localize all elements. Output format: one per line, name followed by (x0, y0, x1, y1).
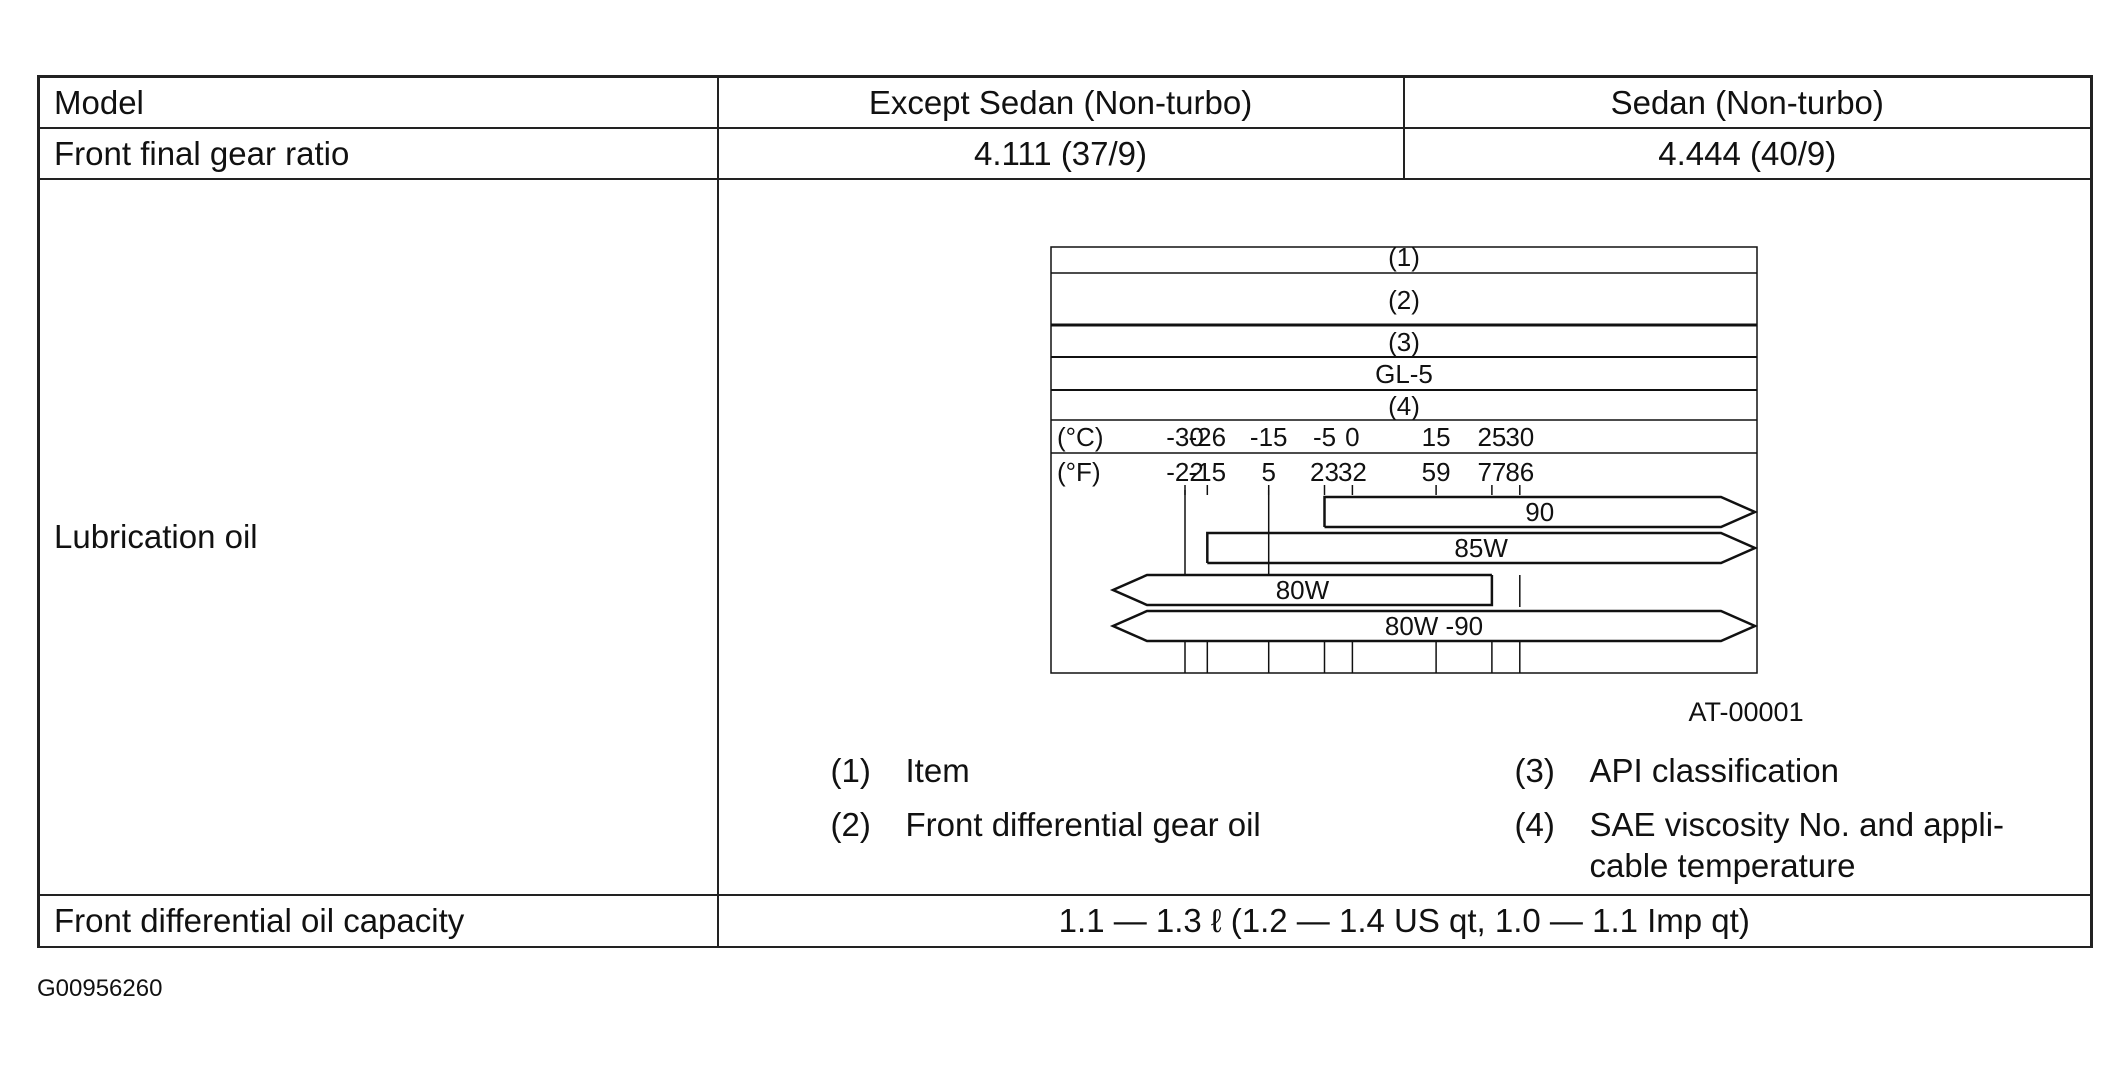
oil-viscosity-diagram: (1) (2) (3) GL-5 (4) (°C) (°F) -30-26 -15… (1049, 245, 1758, 674)
fahrenheit-tick-label: 86 (1505, 457, 1534, 487)
celsius-tick-label: 30 (1505, 422, 1534, 452)
fahrenheit-tick-label: 59 (1421, 457, 1450, 487)
diagram-oil-label: (2) (1388, 285, 1420, 315)
grade-bar (1109, 573, 1493, 607)
diagram-item-label: (1) (1388, 245, 1420, 272)
scale-tick-marks (1183, 485, 1521, 673)
diagram-sae-label: (4) (1388, 391, 1420, 421)
grade-label: 90 (1525, 497, 1554, 527)
model-sedan: Sedan (Non-turbo) (1402, 75, 2093, 129)
row-model: Model Except Sedan (Non-turbo) Sedan (No… (37, 75, 2093, 129)
fahrenheit-tick-label: -22 (1166, 457, 1204, 487)
celsius-tick-label: -26 (1188, 422, 1226, 452)
lubrication-oil-label: Lubrication oil (37, 178, 719, 896)
oil-capacity-value: 1.1 — 1.3 ℓ (1.2 — 1.4 US qt, 1.0 — 1.1 … (716, 894, 2093, 948)
celsius-unit-label: (°C) (1057, 422, 1104, 452)
fahrenheit-tick-label: 32 (1337, 457, 1366, 487)
celsius-tick-label: -15 (1249, 422, 1287, 452)
viscosity-grades: 90 85W 80W 80W -90 (1109, 495, 1758, 643)
document-id: G00956260 (37, 975, 163, 1002)
gear-ratio-label: Front final gear ratio (37, 127, 719, 180)
grade-label: 80W (1275, 575, 1329, 605)
celsius-tick-label: -30 (1166, 422, 1204, 452)
legend-text: Item (905, 752, 970, 789)
gear-ratio-except-sedan: 4.111 (37/9) (716, 127, 1405, 180)
row-oil-capacity: Front differential oil capacity 1.1 — 1.… (37, 894, 2093, 948)
celsius-tick-label: 25 (1477, 422, 1506, 452)
grade-label: 85W (1454, 533, 1508, 563)
legend-number: (2) (830, 806, 871, 843)
legend-text: SAE viscosity No. and appli-cable temper… (1589, 806, 2005, 884)
fahrenheit-unit-label: (°F) (1057, 457, 1101, 487)
model-label: Model (37, 75, 719, 129)
legend-text: Front differential gear oil (905, 806, 1261, 843)
spec-table: Model Except Sedan (Non-turbo) Sedan (No… (37, 75, 2093, 948)
grade-bar (1205, 531, 1758, 565)
model-except-sedan: Except Sedan (Non-turbo) (716, 75, 1405, 129)
legend-text: API classification (1589, 752, 1839, 789)
legend-number: (1) (830, 752, 871, 789)
legend-number: (4) (1514, 806, 1555, 843)
celsius-tick-label: -5 (1312, 422, 1335, 452)
celsius-tick-label: 15 (1421, 422, 1450, 452)
legend-number: (3) (1514, 752, 1555, 789)
row-gear-ratio: Front final gear ratio 4.111 (37/9) 4.44… (37, 127, 2093, 180)
grade-label: 80W -90 (1384, 611, 1482, 641)
gear-ratio-sedan: 4.444 (40/9) (1402, 127, 2093, 180)
grade-bar (1109, 609, 1758, 643)
diagram-api-value: GL-5 (1375, 359, 1433, 389)
row-lubrication-oil: Lubrication oil (1) (2) (3) GL-5 (4) (°C… (37, 178, 2093, 896)
fahrenheit-tick-label: 77 (1477, 457, 1506, 487)
grade-bar (1322, 495, 1758, 529)
lubrication-oil-cell: (1) (2) (3) GL-5 (4) (°C) (°F) -30-26 -15… (716, 178, 2093, 896)
figure-code: AT-00001 (1688, 697, 1804, 727)
celsius-tick-label: 0 (1345, 422, 1359, 452)
oil-capacity-label: Front differential oil capacity (37, 894, 719, 948)
fahrenheit-tick-label: 5 (1261, 457, 1275, 487)
fahrenheit-tick-label: 23 (1310, 457, 1339, 487)
fahrenheit-tick-label: -15 (1188, 457, 1226, 487)
diagram-api-label: (3) (1388, 327, 1420, 357)
